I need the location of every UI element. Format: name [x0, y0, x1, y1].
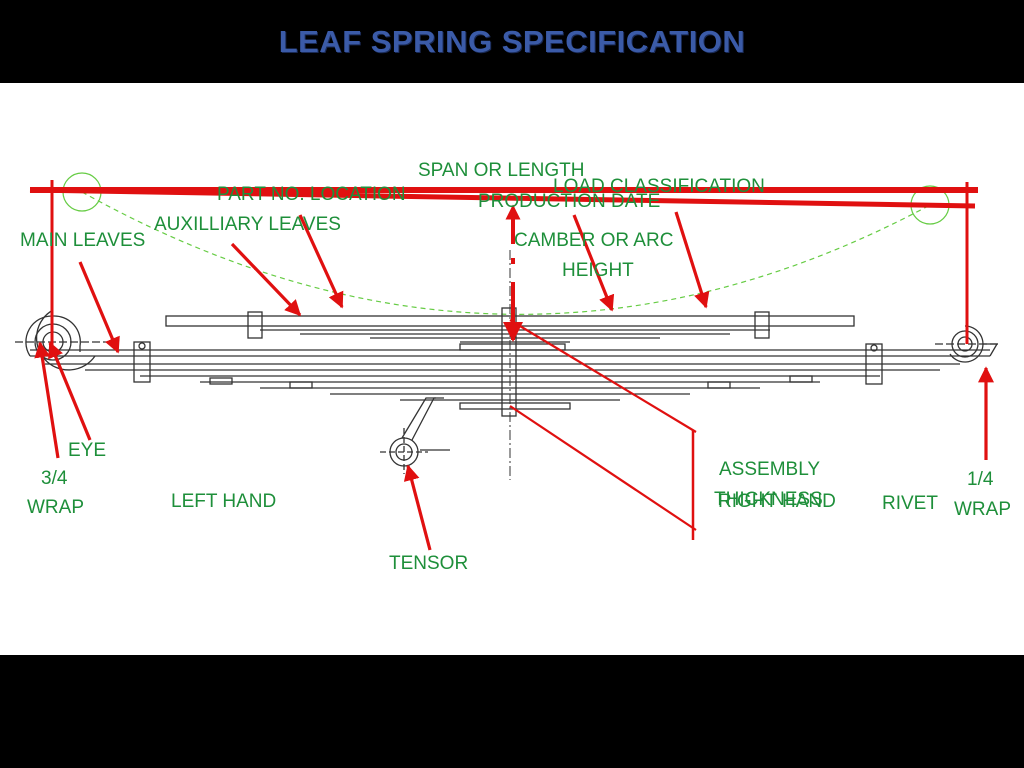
- right-eye-drawing: [935, 325, 1000, 363]
- label-right-hand: RIGHT HAND: [718, 491, 836, 512]
- label-assembly: ASSEMBLY: [719, 459, 821, 480]
- bottom-bar: [0, 655, 1024, 768]
- left-eye-drawing: [15, 309, 110, 371]
- leaf-spring-drawing: [15, 172, 1000, 551]
- label-tensor: TENSOR: [389, 553, 469, 574]
- label-rivet: RIVET: [882, 493, 938, 514]
- tensor-drawing: [380, 397, 450, 474]
- label-wrap-right: WRAP: [954, 499, 1011, 520]
- label-wrap-left: WRAP: [27, 497, 84, 518]
- label-one-quarter: 1/4: [967, 469, 994, 490]
- label-auxilliary-leaves: AUXILLIARY LEAVES: [154, 214, 341, 235]
- label-height: HEIGHT: [562, 260, 634, 281]
- label-camber-or-arc: CAMBER OR ARC: [514, 230, 674, 251]
- slide-title: LEAF SPRING SPECIFICATION: [278, 24, 746, 59]
- label-thickness: THICKNESS: [714, 489, 823, 510]
- label-production-date: PRODUCTION DATE: [478, 191, 661, 212]
- label-three-quarter: 3/4: [41, 468, 68, 489]
- label-part-no-location: PART NO. LOCATION: [217, 184, 406, 205]
- diagram-canvas: SPAN OR LENGTH LOAD CLASSIFICATION PART …: [0, 83, 1024, 655]
- red-annotations: [29, 180, 994, 551]
- camber-arc-dashed: [81, 191, 931, 315]
- label-left-hand: LEFT HAND: [171, 491, 277, 512]
- label-main-leaves: MAIN LEAVES: [20, 230, 146, 251]
- label-eye: EYE: [68, 440, 107, 461]
- label-load-classification: LOAD CLASSIFICATION: [553, 176, 765, 197]
- label-span-or-length: SPAN OR LENGTH: [418, 160, 585, 181]
- title-bar: LEAF SPRING SPECIFICATION: [0, 0, 1024, 83]
